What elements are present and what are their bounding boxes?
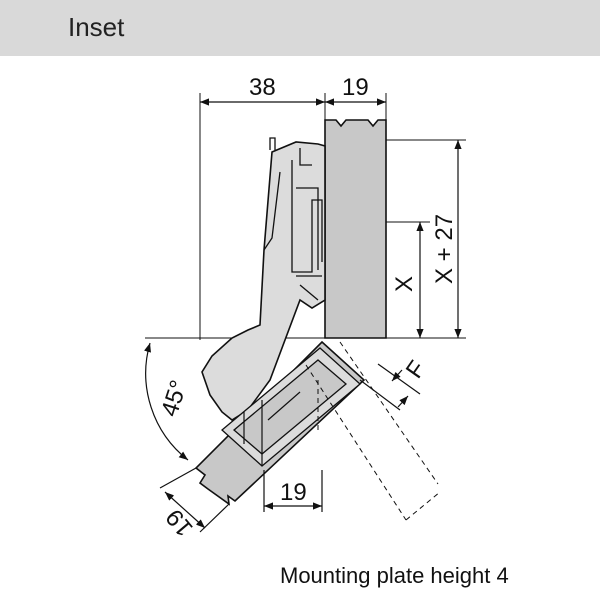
hinge-cup-lines — [243, 391, 301, 466]
dim-x-label: X — [391, 276, 418, 292]
dimension-lines — [159, 98, 462, 533]
swing-outline — [305, 341, 441, 521]
dim-19-diag-label: 19 — [161, 504, 199, 542]
dim-x-plus-27-label: X + 27 — [431, 214, 458, 284]
door-panel-open — [194, 340, 366, 506]
hinge-cup-open — [221, 347, 361, 467]
dim-f-label: F — [401, 356, 432, 384]
door-panel — [324, 119, 387, 339]
hinge-details — [263, 137, 323, 301]
dim-45-label: 45° — [156, 377, 193, 420]
caption: Mounting plate height 4 — [280, 563, 509, 588]
hinge-arm — [201, 141, 326, 421]
dim-38-label: 38 — [249, 74, 276, 101]
header-title: Inset — [68, 12, 125, 42]
dim-19-top-label: 19 — [342, 74, 369, 101]
header-bar: Inset — [0, 0, 600, 56]
angle-arc — [144, 342, 189, 461]
dim-19-bottom-label: 19 — [280, 479, 307, 506]
